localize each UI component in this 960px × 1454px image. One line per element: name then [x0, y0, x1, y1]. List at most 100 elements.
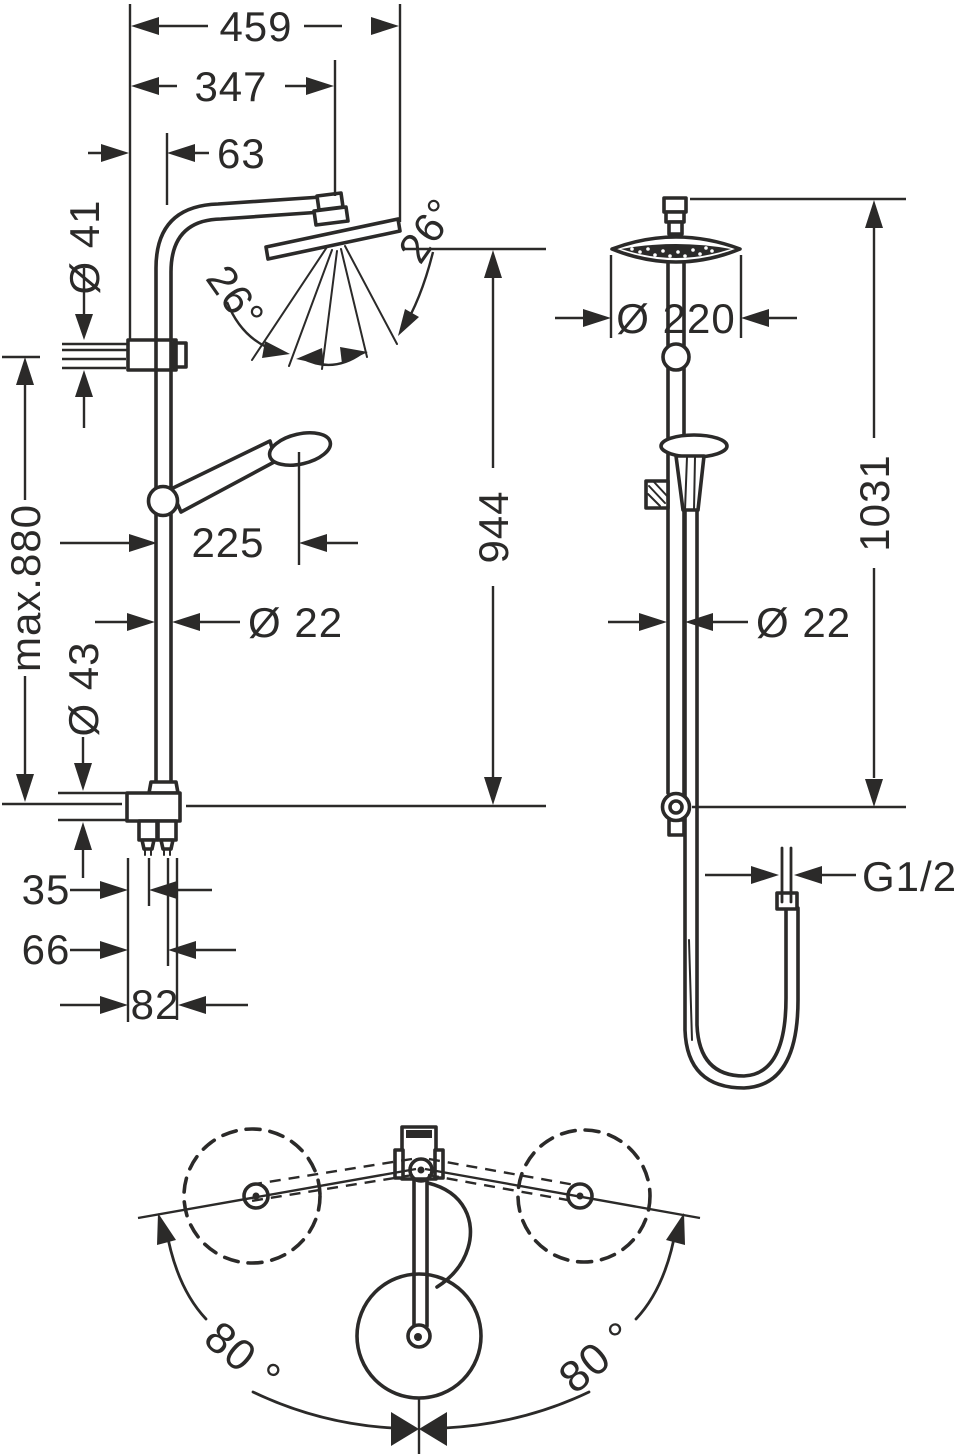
arrowhead: [262, 341, 290, 358]
bracket-flange-right: [433, 1148, 445, 1180]
dim-35: 35: [22, 866, 71, 913]
swivel-arm-dashed-left: [248, 1157, 414, 1203]
swivel-head-right-dot: [576, 1192, 584, 1200]
inlet-connector-left: [137, 819, 159, 842]
arrowhead: [16, 357, 34, 385]
side-view-parts: [610, 196, 800, 1090]
arrowhead: [419, 1412, 447, 1446]
arrowhead: [127, 613, 155, 631]
dim-66: 66: [22, 926, 71, 973]
arrowhead: [751, 866, 779, 884]
arrowhead: [685, 613, 713, 631]
shower-hose-outer: [683, 508, 800, 1090]
spray-line: [344, 245, 398, 345]
shower-hose-inner: [695, 508, 788, 1078]
dim-g12: G1/2: [862, 853, 957, 900]
bracket-extension-lines: [58, 791, 127, 822]
arrowhead: [168, 941, 196, 959]
spray-line: [321, 250, 338, 370]
front-view-parts: [125, 191, 402, 856]
arrowhead: [371, 17, 399, 35]
swivel-head-right: [566, 1182, 594, 1210]
rail-outline-right: [169, 210, 324, 797]
spray-fan: [251, 245, 398, 370]
arrowhead: [865, 200, 883, 228]
arrowhead: [167, 144, 195, 162]
holder-disc: [659, 433, 729, 459]
handshower-head: [267, 431, 333, 467]
spray-line: [288, 249, 333, 367]
ball-joint: [661, 342, 691, 372]
arrowhead: [74, 763, 92, 791]
rail-end-ring-inner: [668, 799, 684, 815]
arm-connector-lower: [312, 205, 350, 227]
inlet-tip-left: [140, 838, 156, 851]
grip-lines: [684, 456, 696, 511]
side-view-dimensions: 1031 Ø 220 Ø 22 G1/2: [555, 197, 957, 904]
arrowhead: [794, 866, 822, 884]
arrowhead: [74, 822, 92, 850]
arrowhead: [306, 77, 334, 95]
pivot-joint: [408, 1157, 434, 1183]
bracket-cap: [406, 1130, 432, 1138]
handshower-profile-top: [426, 1181, 473, 1289]
thread-tick-lines: [780, 846, 793, 904]
dim-1031: 1031: [851, 454, 898, 551]
spray-nozzles: [630, 246, 714, 258]
top-view: 80 ° 80 °: [137, 1125, 701, 1454]
pivot-joint-dot: [417, 1166, 425, 1174]
handshower-grip: [674, 454, 706, 512]
arrowhead: [296, 348, 324, 365]
arrowhead: [100, 941, 128, 959]
arrowhead: [178, 996, 206, 1014]
swivel-head-left: [242, 1182, 270, 1210]
arm-end-joint-dot: [414, 1333, 422, 1341]
upper-wall-bracket: [126, 338, 178, 372]
top-connector-neck: [667, 220, 684, 236]
arrowhead: [75, 314, 93, 340]
arrowhead: [484, 250, 502, 278]
arrowhead: [583, 309, 611, 327]
inlet-connector-right: [156, 819, 178, 842]
dim-82: 82: [131, 981, 180, 1028]
arrowhead: [157, 1213, 176, 1245]
arrowhead: [391, 1412, 419, 1446]
dim-max880: max.880: [2, 504, 49, 672]
arrowhead: [639, 613, 667, 631]
dim-225: 225: [191, 519, 264, 566]
dim-63: 63: [217, 130, 266, 177]
arm-top-view: [412, 1178, 429, 1328]
lower-wall-bracket: [125, 791, 182, 823]
arrowhead: [131, 77, 159, 95]
swivel-line-right: [424, 1167, 701, 1220]
overhead-shower-plate: [264, 217, 402, 261]
dim-o22-side: Ø 22: [756, 599, 851, 646]
front-view-dimensions: 459 347 63 Ø 41 max.880 26° 26°: [2, 3, 546, 1028]
swivel-circle-right: [516, 1128, 652, 1264]
arrowhead: [101, 144, 129, 162]
inlet-tip-right: [159, 838, 175, 851]
swivel-arm-dashed-right: [427, 1157, 576, 1203]
arrowhead: [131, 17, 159, 35]
extension-line: [609, 255, 743, 338]
dim-o22-front: Ø 22: [248, 599, 343, 646]
spray-line: [251, 246, 328, 361]
arrowhead: [398, 309, 419, 336]
rail-end-ring: [660, 791, 692, 823]
dim-944: 944: [470, 490, 517, 563]
hose-taper-line: [688, 939, 693, 1041]
arrowhead: [75, 370, 93, 397]
inlet-prongs: [144, 848, 171, 856]
arrowhead: [741, 309, 769, 327]
arrowhead: [865, 779, 883, 807]
dim-347: 347: [194, 63, 267, 110]
dim-o220: Ø 220: [616, 295, 735, 342]
upper-wall-bracket-cap: [172, 341, 188, 369]
rail-outline-left: [154, 195, 323, 797]
dim-26-left: 26°: [197, 257, 274, 338]
clip-hatch: [647, 481, 669, 507]
arrowhead: [666, 1213, 685, 1245]
arrowhead: [484, 777, 502, 805]
